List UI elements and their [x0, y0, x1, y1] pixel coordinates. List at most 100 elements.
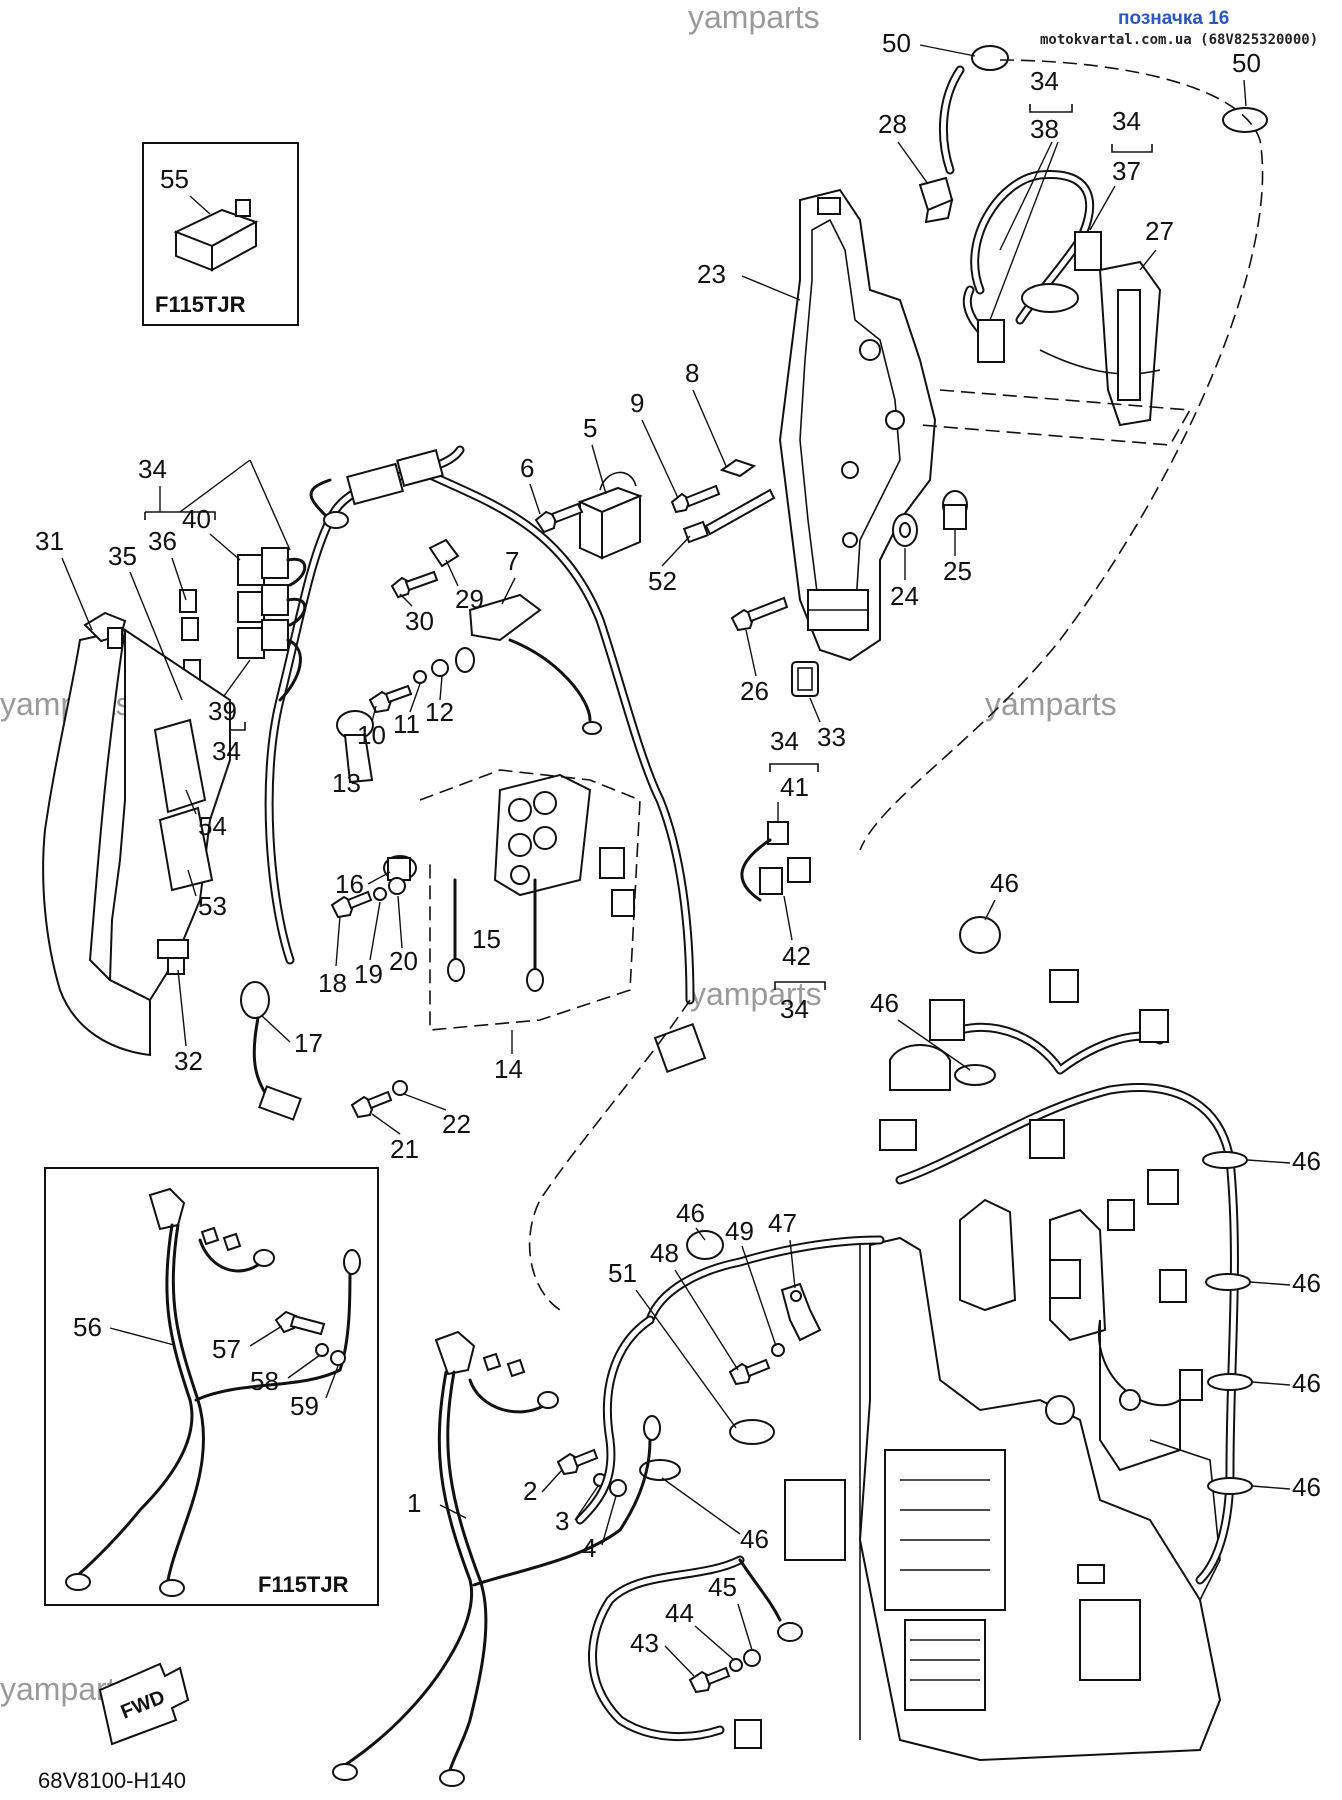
battery-cable-56-icon — [65, 1187, 361, 1597]
label-13: 13 — [332, 768, 361, 798]
label-22: 22 — [442, 1109, 471, 1139]
label-43: 43 — [630, 1628, 659, 1658]
label-46-b: 46 — [870, 988, 899, 1018]
washer-12-icon — [431, 659, 449, 677]
terminal-lead-icon — [455, 647, 475, 673]
label-2: 2 — [523, 1476, 537, 1506]
grommet-24-icon — [892, 513, 918, 547]
label-24: 24 — [890, 581, 919, 611]
label-46-e: 46 — [1292, 1368, 1321, 1398]
clip-8-icon — [719, 458, 757, 478]
washer-58-icon — [315, 1343, 329, 1357]
holder-32-icon — [157, 939, 189, 975]
bolt-18-icon — [330, 890, 373, 919]
label-34-e: 34 — [770, 726, 799, 756]
washer-44-icon — [729, 1658, 743, 1672]
bracket-34-41 — [769, 763, 819, 772]
label-46-f: 46 — [1292, 1472, 1321, 1502]
clip-29-icon — [428, 538, 460, 568]
label-46-a: 46 — [990, 868, 1019, 898]
clamps-46-icon — [639, 916, 1253, 1495]
label-20: 20 — [389, 946, 418, 976]
clamp-51-icon — [729, 1419, 775, 1445]
washer-19-icon — [373, 887, 387, 901]
label-46-d: 46 — [1292, 1268, 1321, 1298]
battery-cable-1-icon — [332, 1330, 661, 1787]
clip-28-icon — [918, 176, 954, 224]
label-1: 1 — [407, 1488, 421, 1518]
label-9: 9 — [630, 388, 644, 418]
screw-9-icon — [670, 484, 721, 514]
plug-17-icon — [240, 981, 302, 1121]
watermark-top: yamparts — [688, 0, 820, 35]
bracket-23-icon — [778, 188, 937, 662]
label-5: 5 — [583, 413, 597, 443]
label-35: 35 — [108, 541, 137, 571]
relay-5-icon — [577, 471, 643, 560]
washer-59-icon — [330, 1350, 346, 1366]
label-59: 59 — [290, 1391, 319, 1421]
label-46-g: 46 — [676, 1198, 705, 1228]
label-49: 49 — [725, 1216, 754, 1246]
label-50-b: 50 — [1232, 48, 1261, 78]
label-37: 37 — [1112, 156, 1141, 186]
bolt-48-icon — [728, 1358, 771, 1386]
bolt-57-icon — [274, 1310, 326, 1336]
label-29: 29 — [455, 584, 484, 614]
label-57: 57 — [212, 1334, 241, 1364]
label-8: 8 — [685, 358, 699, 388]
label-46-c: 46 — [1292, 1146, 1321, 1176]
bracket-27-icon — [1039, 260, 1162, 427]
label-32: 32 — [174, 1046, 203, 1076]
label-31: 31 — [35, 526, 64, 556]
lead-15-icon — [447, 878, 465, 982]
junction-block-icon — [784, 1479, 846, 1561]
label-41: 41 — [780, 772, 809, 802]
label-34-d: 34 — [1112, 106, 1141, 136]
bolt-2-icon — [556, 1448, 599, 1476]
inset-title-1: F115TJR — [155, 292, 246, 317]
engine-block-icon — [858, 1198, 1222, 1762]
label-6: 6 — [520, 453, 534, 483]
cap-13-icon — [336, 710, 374, 784]
label-51: 51 — [608, 1258, 637, 1288]
designation-label: позначка 16 — [1118, 8, 1229, 29]
dash-route-lower — [528, 999, 691, 1311]
fuse-block-40-icon — [237, 547, 307, 702]
inset-f115tjr-connector: 55 F115TJR — [142, 142, 299, 326]
watermark-right: yamparts — [985, 686, 1117, 722]
label-54: 54 — [198, 811, 227, 841]
boot-16-icon — [383, 855, 417, 881]
inset-title-2: F115TJR — [258, 1572, 349, 1597]
label-34-a: 34 — [138, 454, 167, 484]
label-15: 15 — [472, 924, 501, 954]
label-27: 27 — [1145, 216, 1174, 246]
site-reference: motokvartal.com.ua (68V825320000) — [1040, 32, 1318, 48]
inset-f115tjr-battery-cable: 56 57 58 59 F115TJR — [44, 1167, 379, 1606]
label-36: 36 — [148, 526, 177, 556]
label-38: 38 — [1030, 114, 1059, 144]
label-30: 30 — [405, 606, 434, 636]
label-3: 3 — [555, 1506, 569, 1536]
connector-41-icon — [740, 821, 789, 902]
label-4: 4 — [582, 1533, 596, 1563]
washer-4-icon — [609, 1479, 627, 1497]
label-40: 40 — [182, 504, 211, 534]
label-47: 47 — [768, 1208, 797, 1238]
bracket-34-42 — [774, 981, 826, 990]
label-11: 11 — [393, 709, 420, 739]
label-39: 39 — [208, 696, 237, 726]
cable-tie-52-icon — [682, 488, 776, 544]
label-53: 53 — [198, 891, 227, 921]
diagram-code: 68V8100-H140 — [38, 1768, 186, 1793]
label-34-b: 34 — [212, 736, 241, 766]
lead-7-icon — [468, 593, 602, 735]
connector-55-icon — [173, 199, 259, 272]
label-28: 28 — [878, 109, 907, 139]
fwd-arrow-icon: FWD — [98, 1662, 190, 1746]
washer-20-icon — [388, 877, 406, 895]
label-25: 25 — [943, 556, 972, 586]
label-14: 14 — [494, 1054, 523, 1084]
dash-route-50 — [859, 59, 1264, 851]
lead-43-45-icon — [588, 1555, 803, 1749]
